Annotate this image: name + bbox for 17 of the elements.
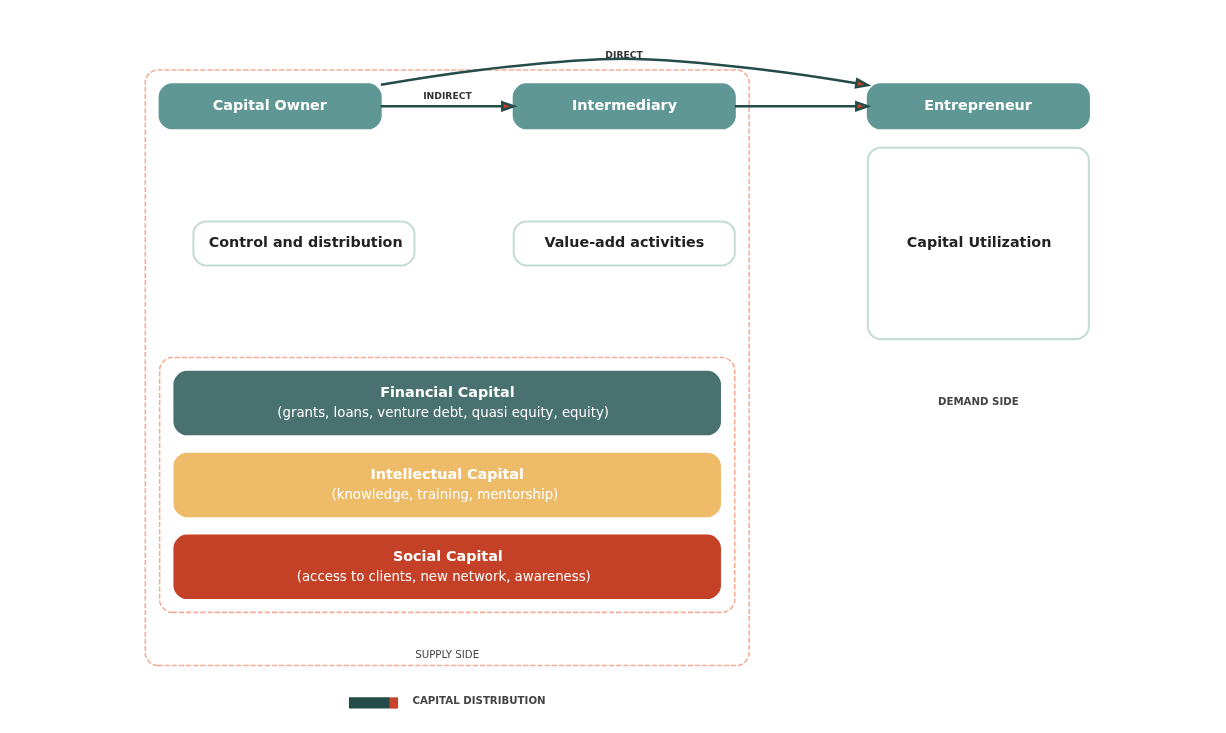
node-box: Intermediary — [512, 83, 736, 130]
node-box: Intellectual Capital (knowledge, training, mentorship) — [173, 452, 721, 518]
legend-label: CAPITAL DISTRIBUTION — [412, 695, 546, 707]
arrow — [380, 100, 518, 113]
node-box: Value-add activities — [512, 220, 736, 267]
label: DEMAND SIDE — [937, 395, 1019, 407]
edge-label: DIRECT — [605, 48, 643, 60]
node-box: Financial Capital (grants, loans, venture debt, quasi equity, equity) — [173, 370, 721, 436]
node-box: Entrepreneur — [866, 83, 1090, 130]
node-box: Capital Utilization — [866, 146, 1090, 341]
cluster — [158, 356, 736, 614]
edge-label: INDIRECT — [423, 90, 472, 102]
node-box: Social Capital (access to clients, new network, awareness) — [173, 534, 721, 600]
node-box: Capital Owner — [158, 83, 382, 130]
arrow — [380, 57, 872, 89]
node-box: Control and distribution — [192, 220, 416, 267]
arrow — [734, 100, 872, 113]
